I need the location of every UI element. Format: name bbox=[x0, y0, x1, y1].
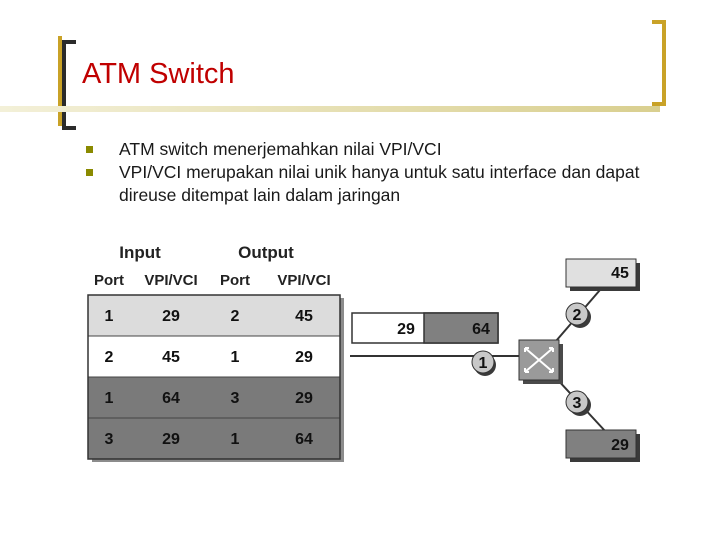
title-bracket-left bbox=[62, 40, 76, 130]
bullet-square-icon bbox=[86, 169, 93, 176]
table-cell: 3 bbox=[231, 390, 240, 407]
table-frame bbox=[87, 294, 341, 460]
output-cell-top: 45 bbox=[565, 258, 640, 291]
output-bottom-value: 29 bbox=[611, 437, 629, 454]
table-cell: 64 bbox=[162, 390, 180, 407]
table-cell: 29 bbox=[295, 390, 313, 407]
bullet-item: VPI/VCI merupakan nilai unik hanya untuk… bbox=[86, 161, 646, 207]
table-cell: 64 bbox=[295, 431, 313, 448]
column-header-in-port: Port bbox=[94, 272, 124, 289]
bullet-square-icon bbox=[86, 146, 93, 153]
incoming-cell-value-2: 64 bbox=[472, 321, 490, 338]
column-header-out-port: Port bbox=[220, 272, 250, 289]
title-bracket-right bbox=[652, 20, 666, 106]
column-header-in-vpi: VPI/VCI bbox=[144, 272, 197, 289]
input-header: Input bbox=[119, 243, 161, 262]
table-cell: 2 bbox=[105, 349, 114, 366]
port-1-label: 1 bbox=[479, 355, 488, 372]
table-cell: 3 bbox=[105, 431, 114, 448]
switch-icon bbox=[518, 339, 563, 384]
port-3-marker: 3 bbox=[565, 390, 591, 416]
output-top-value: 45 bbox=[611, 265, 629, 282]
table-cell: 45 bbox=[162, 349, 180, 366]
slide-title: ATM Switch bbox=[82, 58, 235, 90]
incoming-cell-dark bbox=[423, 312, 499, 344]
title-underline bbox=[0, 106, 660, 112]
table-cell: 29 bbox=[162, 431, 180, 448]
output-header: Output bbox=[238, 243, 294, 262]
port-2-label: 2 bbox=[573, 307, 582, 324]
bullet-item: ATM switch menerjemahkan nilai VPI/VCI bbox=[86, 138, 646, 161]
bullet-text: VPI/VCI merupakan nilai unik hanya untuk… bbox=[119, 162, 640, 205]
translation-table: 1 29 2 45 2 45 1 29 1 64 3 29 3 29 1 64 bbox=[87, 294, 341, 460]
output-cell-bottom: 29 bbox=[565, 429, 640, 462]
incoming-cell-value-1: 29 bbox=[397, 321, 415, 338]
title-accent-bar bbox=[58, 36, 62, 126]
bullet-list: ATM switch menerjemahkan nilai VPI/VCI V… bbox=[86, 138, 646, 207]
bullet-text: ATM switch menerjemahkan nilai VPI/VCI bbox=[119, 139, 442, 159]
table-cell: 1 bbox=[105, 308, 114, 325]
table-cell: 2 bbox=[231, 308, 240, 325]
table-cell: 1 bbox=[105, 390, 114, 407]
table-cell: 1 bbox=[231, 349, 240, 366]
port-2-marker: 2 bbox=[565, 302, 591, 328]
table-cell: 1 bbox=[231, 431, 240, 448]
port-1-marker: 1 bbox=[471, 350, 496, 376]
port-3-label: 3 bbox=[573, 395, 582, 412]
table-cell: 29 bbox=[295, 349, 313, 366]
column-header-out-vpi: VPI/VCI bbox=[277, 272, 330, 289]
table-cell: 29 bbox=[162, 308, 180, 325]
table-cell: 45 bbox=[295, 308, 313, 325]
